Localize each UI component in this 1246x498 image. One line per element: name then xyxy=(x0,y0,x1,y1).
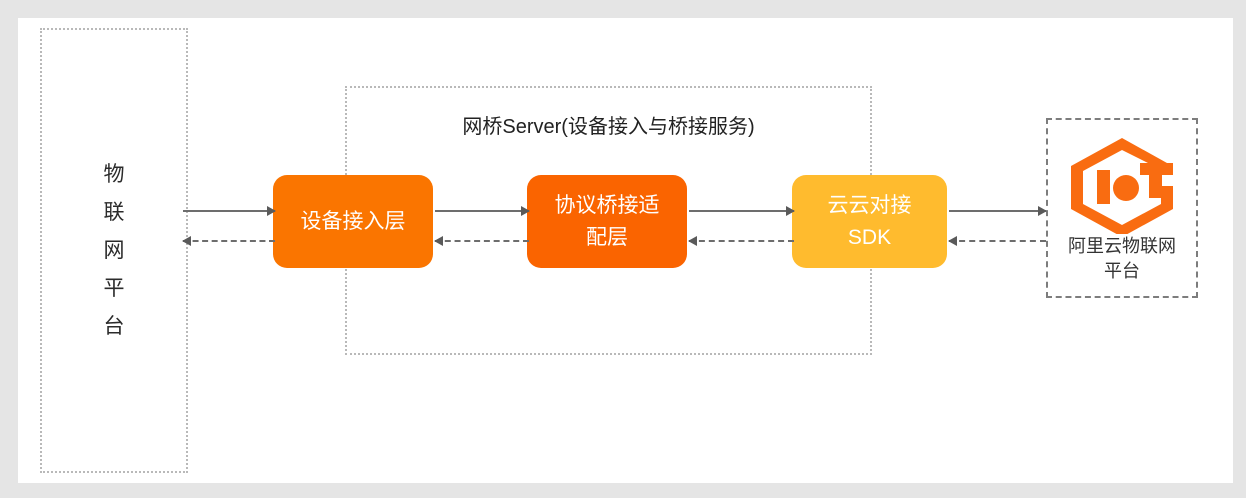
alibaba-cloud-iot-label: 阿里云物联网 平台 xyxy=(1048,234,1196,284)
left-label-char-5: 台 xyxy=(103,314,125,338)
left-iot-platform-box: 物 联 网 平 台 xyxy=(40,28,188,473)
arrow-platform-to-device-access xyxy=(183,206,276,216)
diagram-canvas: 物 联 网 平 台 网桥Server(设备接入与桥接服务) 阿里云物联网 平台 xyxy=(18,18,1233,483)
box2-line-2: 配层 xyxy=(586,225,628,249)
arrow-shaft xyxy=(183,210,275,212)
arrow-shaft-dashed xyxy=(949,240,1046,242)
arrow-device-access-to-adapter xyxy=(435,206,530,216)
arrow-head-right-icon xyxy=(521,206,530,216)
arrow-head-left-icon xyxy=(688,236,697,246)
cloud-label-line-2: 平台 xyxy=(1104,261,1140,281)
arrow-head-right-icon xyxy=(786,206,795,216)
box-cloud-to-cloud-sdk[interactable]: 云云对接 SDK xyxy=(792,175,947,268)
alibaba-cloud-iot-box: 阿里云物联网 平台 xyxy=(1046,118,1198,298)
box-device-access-layer[interactable]: 设备接入层 xyxy=(273,175,433,268)
left-label-char-2: 联 xyxy=(103,200,125,224)
arrow-alibaba-cloud-to-sdk xyxy=(948,236,1046,246)
arrow-head-left-icon xyxy=(948,236,957,246)
arrow-adapter-to-sdk xyxy=(689,206,795,216)
box3-line-1: 云云对接 xyxy=(827,193,912,217)
box-protocol-bridge-adapter-layer[interactable]: 协议桥接适 配层 xyxy=(527,175,687,268)
box1-line-1: 设备接入层 xyxy=(300,209,406,233)
left-label-char-3: 网 xyxy=(103,238,125,262)
arrow-shaft-dashed xyxy=(183,240,275,242)
arrow-sdk-to-alibaba-cloud xyxy=(949,206,1047,216)
arrow-head-right-icon xyxy=(1038,206,1047,216)
arrow-head-right-icon xyxy=(267,206,276,216)
left-label-char-1: 物 xyxy=(103,162,125,186)
box-cloud-to-cloud-sdk-label: 云云对接 SDK xyxy=(828,190,912,254)
arrow-sdk-to-adapter xyxy=(688,236,794,246)
arrow-shaft xyxy=(689,210,794,212)
arrow-device-access-to-platform xyxy=(182,236,275,246)
arrow-shaft-dashed xyxy=(435,240,529,242)
bridge-server-title: 网桥Server(设备接入与桥接服务) xyxy=(462,116,755,138)
cloud-label-line-1: 阿里云物联网 xyxy=(1068,236,1176,256)
arrow-shaft xyxy=(949,210,1046,212)
arrow-adapter-to-device-access xyxy=(434,236,529,246)
box3-line-2: SDK xyxy=(847,225,892,249)
box2-line-1: 协议桥接适 xyxy=(554,193,660,217)
box-protocol-bridge-adapter-layer-label: 协议桥接适 配层 xyxy=(555,190,660,254)
box-device-access-layer-label: 设备接入层 xyxy=(301,206,406,238)
left-label-char-4: 平 xyxy=(103,276,125,300)
arrow-shaft xyxy=(435,210,529,212)
left-iot-platform-label: 物 联 网 平 台 xyxy=(42,156,186,346)
arrow-head-left-icon xyxy=(434,236,443,246)
arrow-head-left-icon xyxy=(182,236,191,246)
arrow-shaft-dashed xyxy=(689,240,794,242)
alibaba-cloud-iot-logo-icon xyxy=(1071,138,1173,234)
